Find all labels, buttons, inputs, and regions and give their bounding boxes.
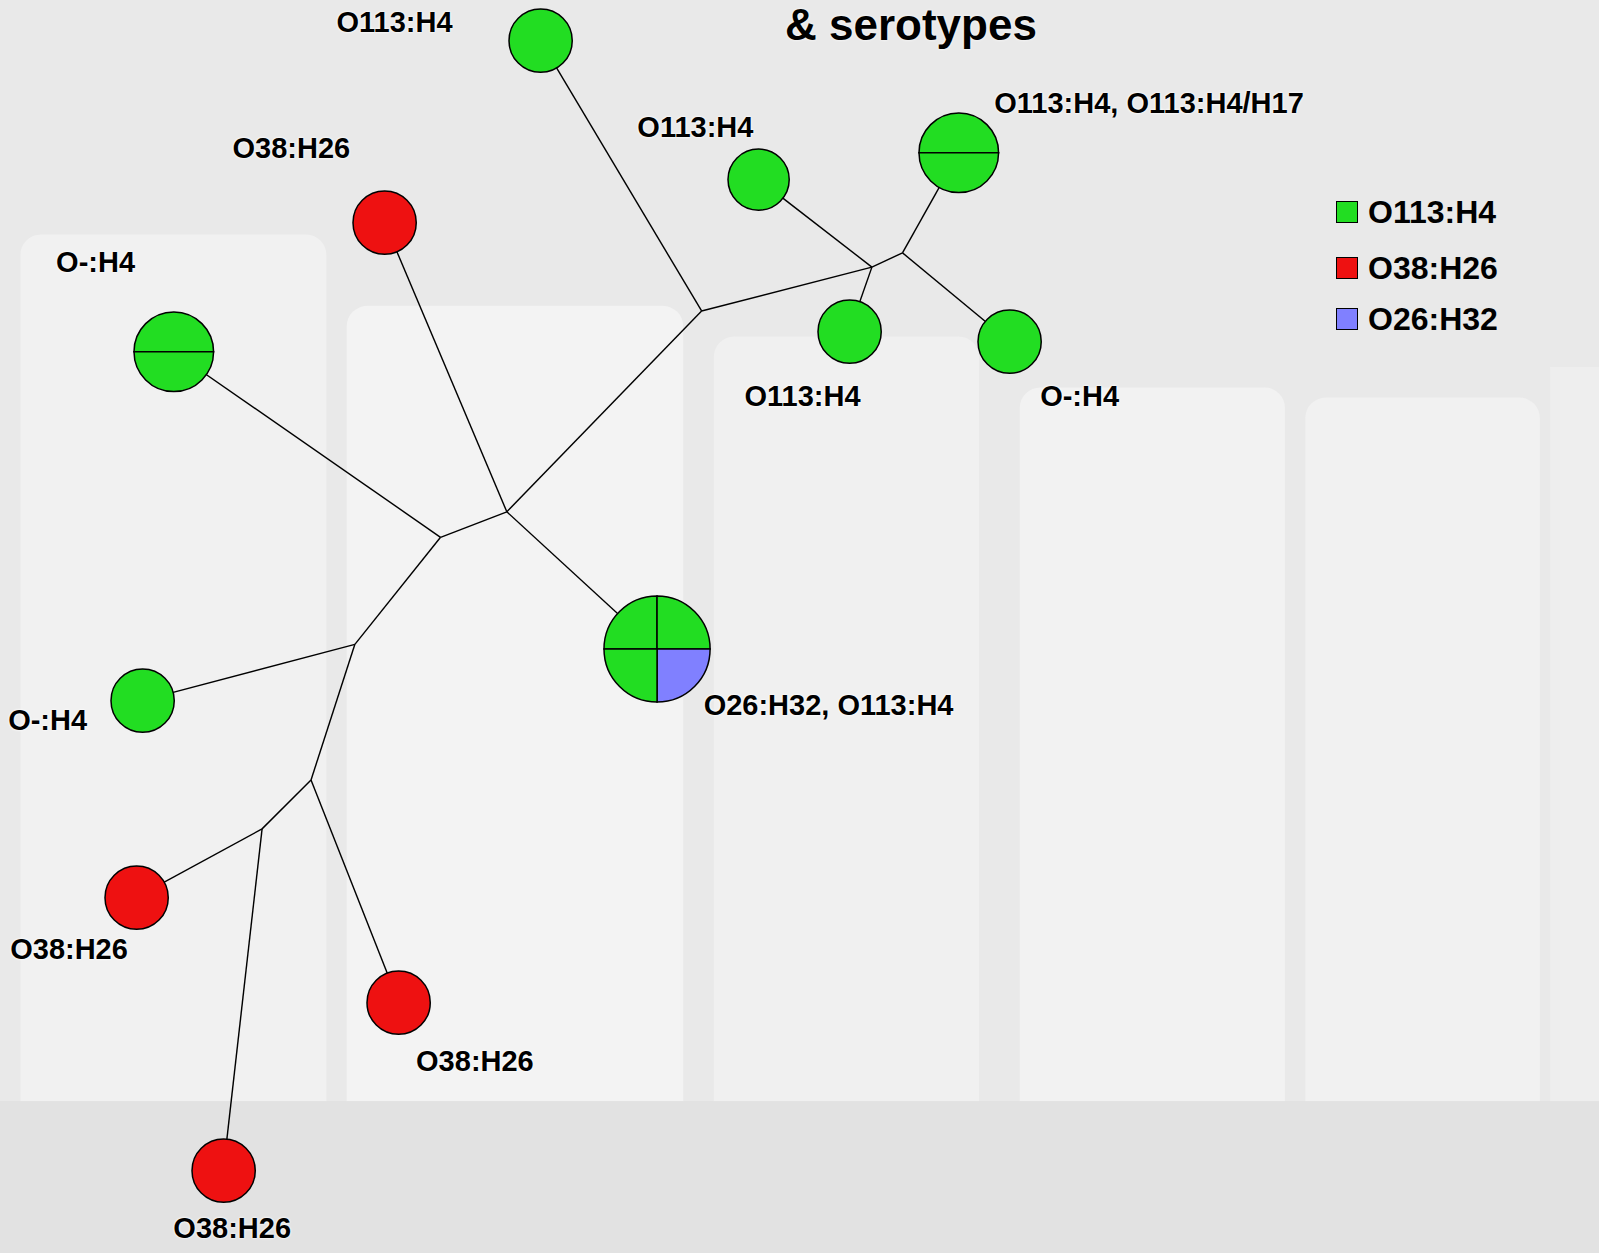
diagram-title: & serotypes [785, 0, 1037, 50]
isolate-circle: O113:H4, O113:H4/H17 [918, 112, 1000, 194]
isolate-circle: O38:H26 [366, 970, 431, 1035]
legend-text: O113:H4 [1368, 193, 1496, 231]
isolate-circle: O-:H4 [977, 309, 1042, 374]
isolate-circle: O38:H26 [104, 865, 169, 930]
legend-swatch [1336, 308, 1358, 330]
isolate-circle: O113:H4 [727, 148, 790, 211]
pie-symbol [366, 970, 431, 1035]
serotype-label: O113:H4 [337, 5, 453, 39]
isolate-circle: O38:H26 [352, 190, 417, 255]
isolate-circle: O113:H4 [817, 299, 882, 364]
pie-symbol [508, 8, 573, 73]
serotype-label: O113:H4, O113:H4/H17 [994, 86, 1304, 120]
isolate-circle: O26:H32, O113:H4 [603, 595, 711, 703]
serotype-label: O38:H26 [416, 1044, 534, 1078]
pie-symbol [977, 309, 1042, 374]
serotype-label: O-:H4 [1040, 379, 1119, 413]
pie-symbol [352, 190, 417, 255]
legend-swatch [1336, 201, 1358, 223]
isolate-circle: O38:H26 [191, 1138, 256, 1203]
pie-symbol [110, 668, 175, 733]
serotype-label: O-:H4 [8, 703, 87, 737]
serotype-label: O113:H4 [637, 110, 753, 144]
legend-swatch [1336, 257, 1358, 279]
pie-symbol [918, 112, 1000, 194]
isolate-circle: O-:H4 [110, 668, 175, 733]
pie-symbol [727, 148, 790, 211]
serotype-label: O-:H4 [56, 245, 135, 279]
isolate-circle: O-:H4 [133, 311, 215, 393]
legend-text: O38:H26 [1368, 249, 1498, 287]
pie-symbol [191, 1138, 256, 1203]
serotype-label: O38:H26 [233, 131, 351, 165]
serotype-label: O38:H26 [10, 932, 128, 966]
pie-symbol [603, 595, 711, 703]
serotype-label: O113:H4 [744, 379, 860, 413]
isolate-circle: O113:H4 [508, 8, 573, 73]
pie-symbol [104, 865, 169, 930]
legend-text: O26:H32 [1368, 300, 1498, 338]
serotype-label: O38:H26 [173, 1211, 291, 1245]
pie-symbol [817, 299, 882, 364]
serotype-label: O26:H32, O113:H4 [704, 688, 954, 722]
pie-symbol [133, 311, 215, 393]
